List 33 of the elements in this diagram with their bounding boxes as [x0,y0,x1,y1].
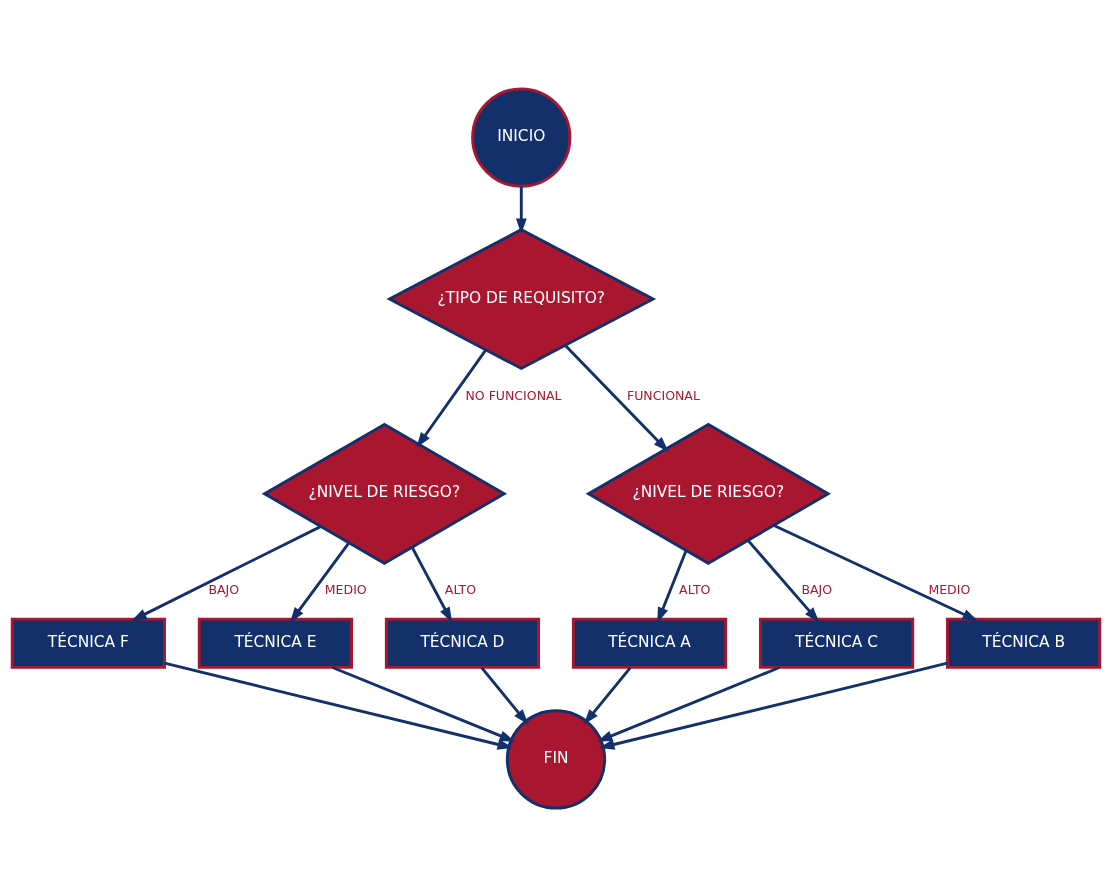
node-diamond: ¿NIVEL DE RIESGO? [585,422,832,565]
node-diamond: ¿TIPO DE REQUISITO? [386,227,657,370]
arrow [332,665,516,742]
arrow [480,666,529,725]
node-box: TÉCNICA A [571,617,728,669]
arrow [773,523,978,621]
node-box: TÉCNICA C [758,617,915,669]
node-box: TÉCNICA E [197,617,354,669]
edge-label: BAJO [801,581,833,597]
edge-label: BAJO [208,581,240,597]
arrow [747,539,820,622]
node-box: TÉCNICA B [946,617,1102,669]
arrow [583,666,632,725]
arrow [131,524,322,621]
node-diamond: ¿NIVEL DE RIESGO? [261,422,508,565]
arrow [564,343,669,452]
arrow [289,541,350,623]
node-box: TÉCNICA D [384,617,541,669]
edge-label: NO FUNCIONAL [465,387,562,403]
edge-label: MEDIO [928,581,971,597]
edge-label: MEDIO [324,581,367,597]
arrow [410,546,453,623]
arrow [416,348,488,448]
arrow [164,661,513,750]
edge-label: ALTO [679,581,711,597]
edge-label: FUNCIONAL [626,387,700,403]
node-box: TÉCNICA F [10,617,166,669]
arrow [657,549,688,623]
arrow [599,661,948,750]
arrow [596,665,780,742]
arrow [515,185,527,234]
edge-label: ALTO [444,581,477,597]
node-circle: INICIO [471,86,572,188]
